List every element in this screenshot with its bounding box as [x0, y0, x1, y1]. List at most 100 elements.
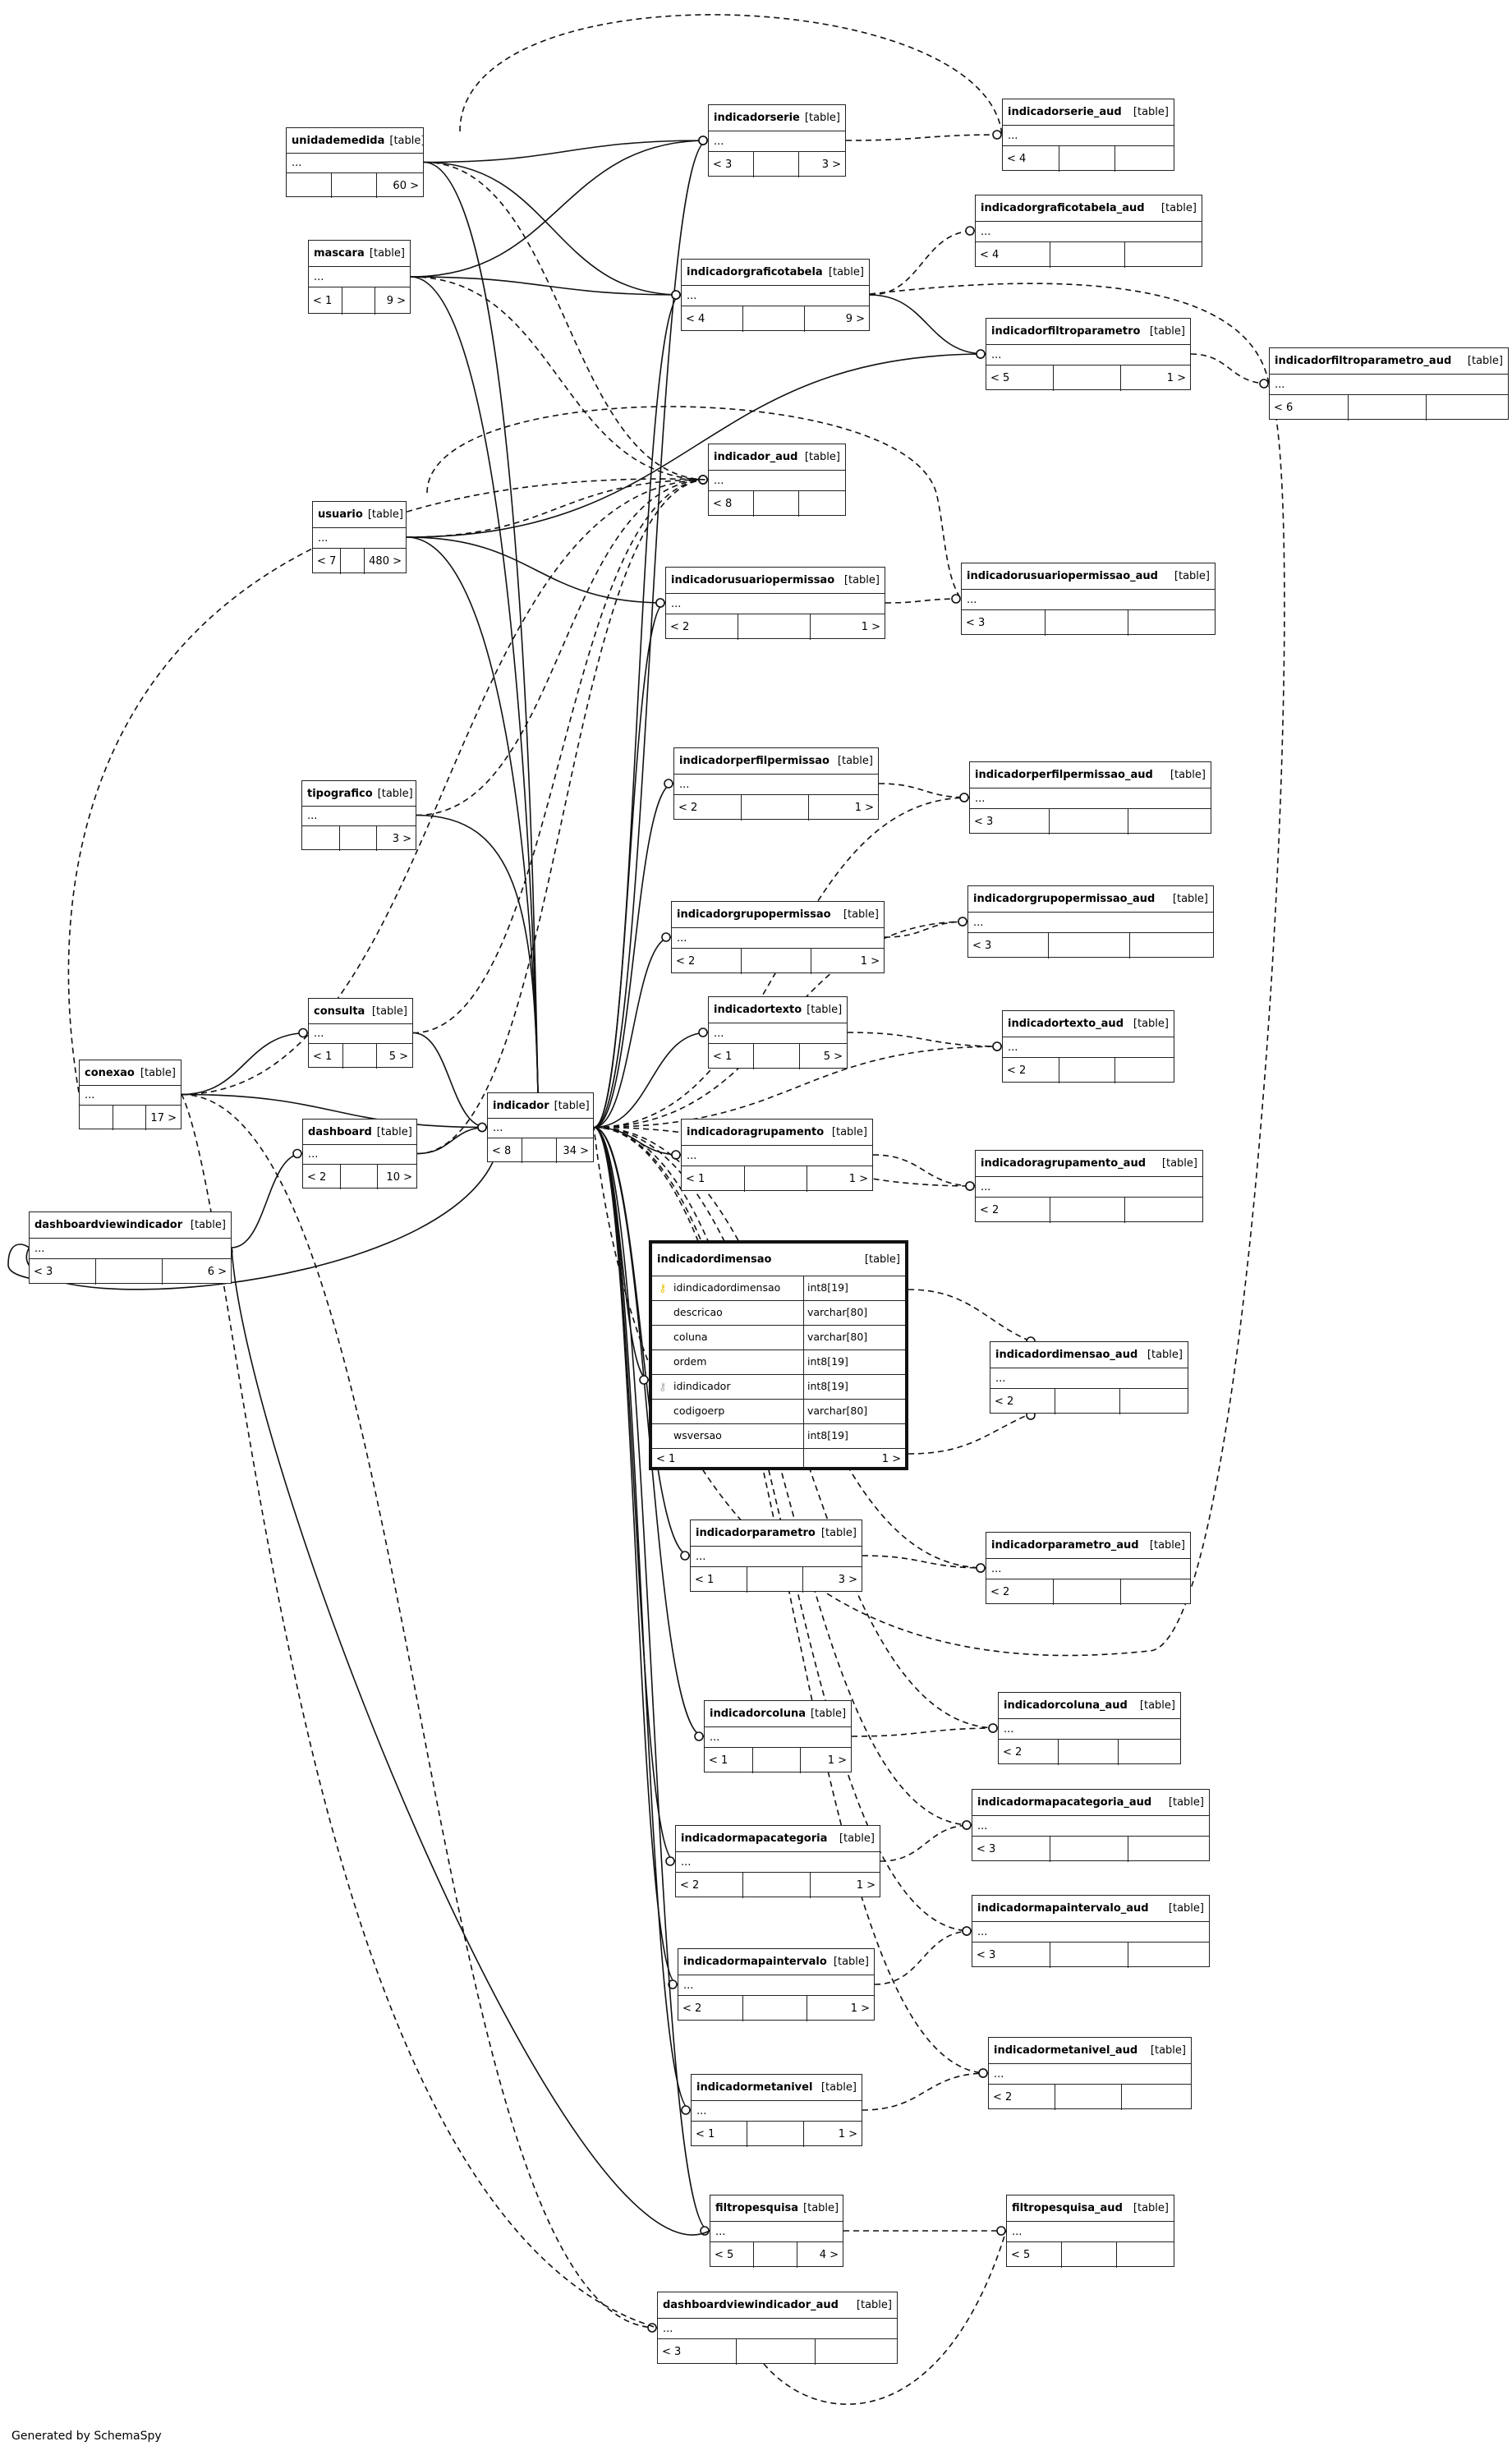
- parent-count: [80, 1106, 113, 1130]
- cardinality-marker: [681, 2105, 691, 2115]
- table-indicadorgraficotabela[interactable]: indicadorgraficotabela [table] ... < 4 9…: [681, 259, 870, 332]
- column-name: codigoerp: [673, 1405, 725, 1418]
- footer-spacer: [754, 491, 799, 517]
- table-header: indicadormapacategoria_aud [table]: [972, 1790, 1209, 1816]
- table-indicadormapacategoria[interactable]: indicadormapacategoria [table] ... < 2 1…: [675, 1825, 880, 1898]
- table-indicadorparametro-aud[interactable]: indicadorparametro_aud [table] ... < 2: [986, 1532, 1191, 1605]
- table-name: indicadorparametro: [696, 1527, 816, 1539]
- child-count: [1117, 2242, 1174, 2268]
- cardinality-marker: [655, 598, 665, 608]
- relationship-line: [406, 536, 666, 604]
- table-name: indicadortexto_aud: [1008, 1018, 1124, 1030]
- parent-count: < 8: [488, 1138, 523, 1163]
- table-indicadorcoluna[interactable]: indicadorcoluna [table] ... < 1 1 >: [704, 1700, 852, 1773]
- relationship-line: [593, 783, 674, 1129]
- parent-count: < 2: [666, 614, 738, 640]
- table-header: indicadorusuariopermissao [table]: [666, 568, 885, 594]
- relationship-line: [406, 353, 986, 538]
- table-indicadorusuariopermissao-aud[interactable]: indicadorusuariopermissao_aud [table] ..…: [961, 563, 1216, 636]
- table-footer: < 2 1 >: [678, 1996, 874, 2021]
- table-indicadordimensao-aud[interactable]: indicadordimensao_aud [table] ... < 2: [990, 1341, 1188, 1414]
- table-footer: 17 >: [80, 1106, 181, 1130]
- table-indicadormapaintervalo[interactable]: indicadormapaintervalo [table] ... < 2 1…: [678, 1948, 875, 2021]
- table-indicadormapaintervalo-aud[interactable]: indicadormapaintervalo_aud [table] ... <…: [972, 1895, 1210, 1968]
- columns-collapsed: ...: [972, 1816, 1209, 1837]
- table-header: indicadorusuariopermissao_aud [table]: [962, 563, 1215, 590]
- table-dashboardviewindicador-aud[interactable]: dashboardviewindicador_aud [table] ... <…: [657, 2292, 898, 2365]
- table-indicadorgraficotabela-aud[interactable]: indicadorgraficotabela_aud [table] ... <…: [975, 195, 1202, 268]
- table-indicadorfiltroparametro-aud[interactable]: indicadorfiltroparametro_aud [table] ...…: [1269, 347, 1509, 421]
- table-indicadormetanivel[interactable]: indicadormetanivel [table] ... < 1 1 >: [691, 2074, 862, 2147]
- table-name: mascara: [314, 247, 365, 260]
- relationship-line: [593, 1126, 678, 1985]
- cardinality-marker: [639, 1375, 649, 1385]
- footer-spacer: [742, 795, 809, 821]
- table-indicadorfiltroparametro[interactable]: indicadorfiltroparametro [table] ... < 5…: [986, 318, 1191, 391]
- table-indicadorserie-aud[interactable]: indicadorserie_aud [table] ... < 4: [1002, 99, 1174, 172]
- relationship-line: [593, 1126, 692, 2111]
- table-header: indicadoragrupamento [table]: [682, 1120, 872, 1146]
- table-footer: < 8 34 >: [488, 1138, 593, 1163]
- columns-collapsed: ...: [658, 2319, 897, 2339]
- child-count: 1 >: [850, 2002, 870, 2015]
- table-indicadormetanivel-aud[interactable]: indicadormetanivel_aud [table] ... < 2: [988, 2037, 1192, 2110]
- table-footer: < 2 1 >: [672, 949, 884, 974]
- column-type: varchar[80]: [807, 1306, 868, 1319]
- table-kind: [table]: [140, 1066, 176, 1079]
- table-indicadormapacategoria-aud[interactable]: indicadormapacategoria_aud [table] ... <…: [972, 1789, 1210, 1862]
- table-indicadorserie[interactable]: indicadorserie [table] ... < 3 3 >: [708, 104, 846, 177]
- table-indicadortexto-aud[interactable]: indicadortexto_aud [table] ... < 2: [1002, 1010, 1174, 1083]
- column-type: int8[19]: [807, 1380, 848, 1393]
- table-mascara[interactable]: mascara [table] ... < 1 9 >: [308, 240, 411, 315]
- table-dashboard[interactable]: dashboard [table] ... < 2 10 >: [302, 1119, 417, 1189]
- table-kind: [table]: [843, 574, 880, 586]
- table-indicadorparametro[interactable]: indicadorparametro [table] ... < 1 3 >: [690, 1520, 862, 1593]
- table-filtropesquisa[interactable]: filtropesquisa [table] ... < 5 4 >: [710, 2195, 843, 2268]
- table-name: indicadorcoluna: [710, 1708, 806, 1720]
- columns-collapsed: ...: [972, 1922, 1209, 1943]
- table-header: indicadorperfilpermissao_aud [table]: [970, 762, 1211, 789]
- table-indicadortexto[interactable]: indicadortexto [table] ... < 1 5 >: [708, 996, 848, 1069]
- table-indicadorgrupopermissao[interactable]: indicadorgrupopermissao [table] ... < 2 …: [671, 901, 885, 974]
- table-header: dashboardviewindicador_aud [table]: [658, 2292, 897, 2319]
- table-kind: [table]: [1172, 893, 1208, 905]
- table-indicadorperfilpermissao[interactable]: indicadorperfilpermissao [table] ... < 2…: [673, 747, 879, 821]
- footer-spacer: [1059, 1740, 1119, 1765]
- table-header: conexao [table]: [80, 1060, 181, 1086]
- table-consulta[interactable]: consulta [table] ... < 1 5 >: [308, 998, 413, 1069]
- table-dashboardviewindicador[interactable]: dashboardviewindicador [table] ... < 3 6…: [29, 1212, 232, 1285]
- table-usuario[interactable]: usuario [table] ... < 7 480 >: [312, 501, 407, 574]
- table-header: indicadorgrupopermissao [table]: [672, 902, 884, 928]
- column-name-cell: coluna: [652, 1326, 804, 1349]
- cardinality-marker: [292, 1148, 302, 1159]
- table-header: indicadormetanivel [table]: [692, 2075, 862, 2101]
- columns-collapsed: ...: [287, 154, 423, 173]
- table-footer: < 2: [990, 1389, 1188, 1414]
- parent-count: < 2: [990, 1389, 1056, 1414]
- foreign-key-icon: ⚷: [659, 1381, 667, 1393]
- table-indicador-aud[interactable]: indicador_aud [table] ... < 8: [708, 444, 846, 517]
- columns-collapsed: ...: [1007, 2222, 1174, 2242]
- table-indicadorperfilpermissao-aud[interactable]: indicadorperfilpermissao_aud [table] ...…: [969, 761, 1211, 834]
- table-filtropesquisa-aud[interactable]: filtropesquisa_aud [table] ... < 5: [1006, 2195, 1174, 2268]
- child-count: 3 >: [392, 832, 411, 845]
- table-kind: [table]: [377, 787, 413, 800]
- table-header: consulta [table]: [309, 999, 412, 1024]
- table-tipografico[interactable]: tipografico [table] ... 3 >: [301, 780, 416, 851]
- table-indicadoragrupamento-aud[interactable]: indicadoragrupamento_aud [table] ... < 2: [975, 1150, 1203, 1223]
- table-header: indicadorgraficotabela_aud [table]: [976, 195, 1202, 222]
- table-kind: [table]: [1149, 1539, 1185, 1552]
- table-indicadorusuariopermissao[interactable]: indicadorusuariopermissao [table] ... < …: [665, 567, 885, 640]
- table-indicadorcoluna-aud[interactable]: indicadorcoluna_aud [table] ... < 2: [998, 1692, 1181, 1765]
- relationship-line: [862, 2072, 989, 2111]
- child-count: 1 >: [854, 802, 874, 814]
- column-name: wsversao: [673, 1429, 722, 1442]
- child-count: 1 >: [827, 1754, 847, 1767]
- table-footer: < 6: [1270, 395, 1508, 421]
- table-conexao[interactable]: conexao [table] ... 17 >: [79, 1060, 182, 1130]
- table-indicadordimensao[interactable]: indicadordimensao [table] ⚷idindicadordi…: [649, 1240, 908, 1470]
- table-indicador[interactable]: indicador [table] ... < 8 34 >: [487, 1092, 594, 1163]
- table-indicadoragrupamento[interactable]: indicadoragrupamento [table] ... < 1 1 >: [681, 1119, 873, 1192]
- table-unidademedida[interactable]: unidademedida [table] ... 60 >: [286, 127, 424, 198]
- table-indicadorgrupopermissao-aud[interactable]: indicadorgrupopermissao_aud [table] ... …: [967, 885, 1214, 959]
